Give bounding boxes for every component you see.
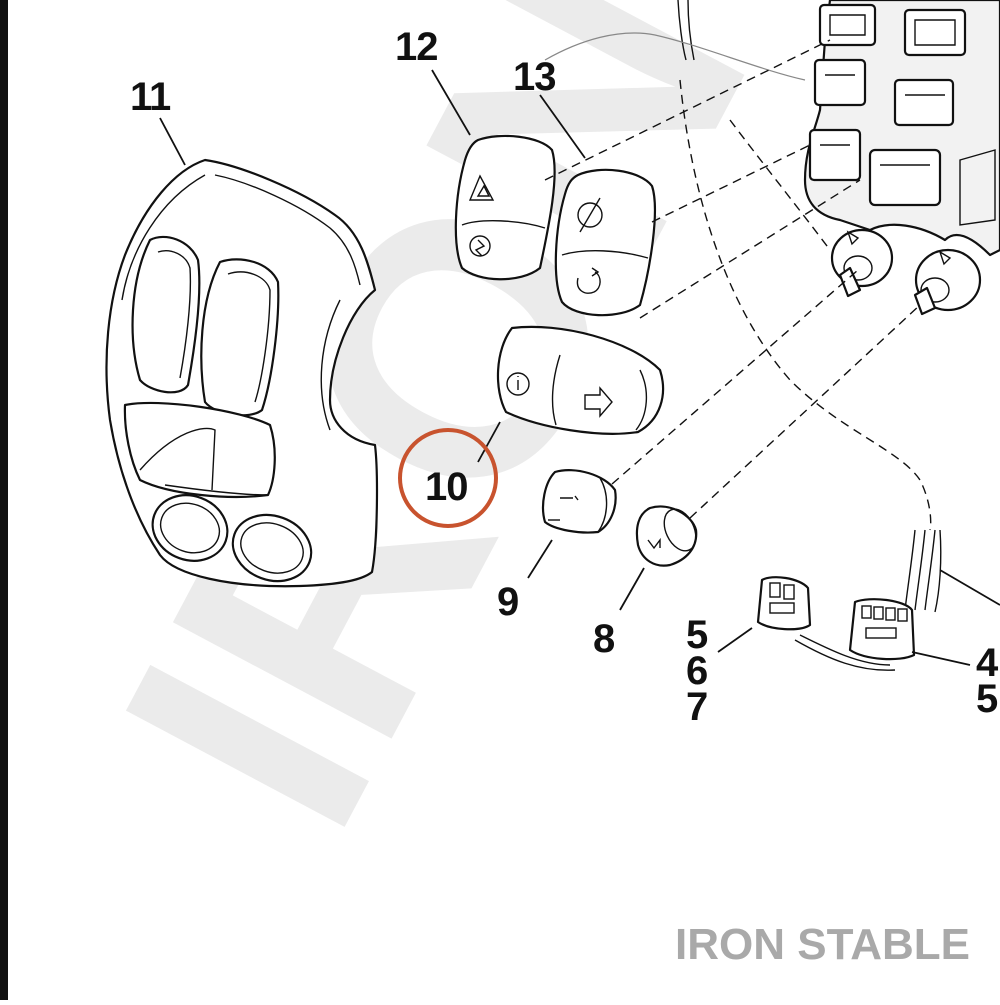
connectors-part-4-5-6-7 [756,529,1000,671]
callout-labels: 11 12 13 10 9 8 5 6 7 4 5 [130,25,1000,729]
switch-housing-part-11 [105,158,379,588]
callout-5-left: 5 [686,613,708,657]
top-cables [544,0,806,81]
cap-button-part-8 [635,505,698,567]
callout-8: 8 [593,617,615,661]
highlight-circle-10 [398,428,498,528]
leader-lines [159,69,971,666]
switch-assembly [803,0,1000,316]
callout-13: 13 [513,55,556,99]
callout-5-right: 5 [976,677,998,721]
left-border [0,0,8,1000]
callout-7: 7 [686,685,707,729]
brand-logo-text: IRON STABLE [675,920,970,969]
assembly-lines [544,39,932,531]
small-button-part-9 [541,469,617,534]
callout-12: 12 [395,25,438,69]
callout-4: 4 [976,641,999,685]
callout-11: 11 [130,75,171,119]
hazard-button-part-12 [454,134,556,281]
callout-6: 6 [686,649,707,693]
callout-10: 10 [425,465,468,509]
callout-9: 9 [497,580,518,624]
cruise-button-part-13 [554,168,657,317]
info-turn-button-part-10 [496,325,665,435]
